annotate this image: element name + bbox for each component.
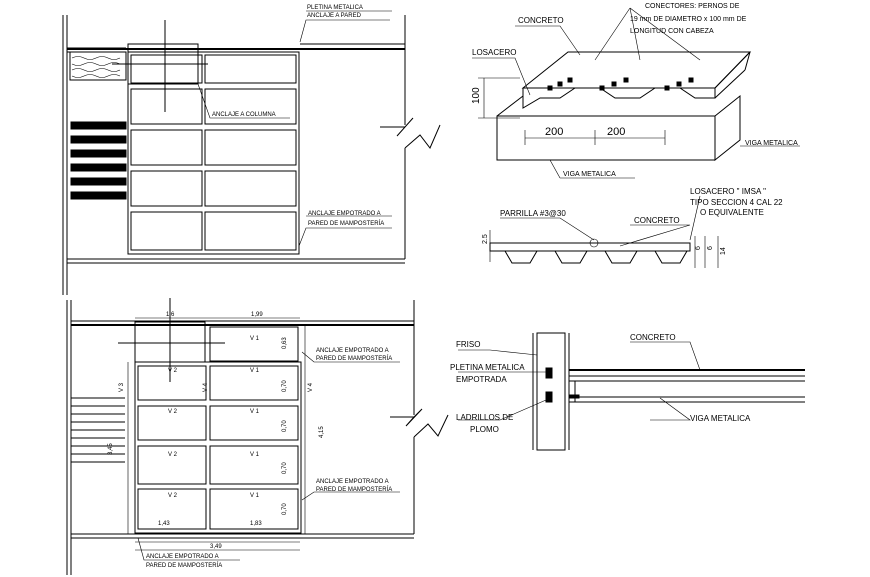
anclaje-label: PARED DE MAMPOSTERÍA [146, 562, 222, 569]
total-height-dim: 4,15 [319, 426, 325, 438]
friso-label: FRISO [456, 340, 480, 349]
anclaje-label: PARED DE MAMPOSTERÍA [316, 486, 392, 493]
row-dim: 0,63 [282, 337, 288, 349]
dim-bottom-1: 1,43 [158, 521, 170, 527]
v4-label: V 4 [203, 382, 209, 392]
dim-100: 100 [471, 87, 482, 104]
pletina-label-2: ANCLAJE A PARED [307, 13, 362, 19]
v3-label: V 3 [119, 382, 125, 392]
anclaje-label: PARED DE MAMPOSTERÍA [316, 355, 392, 362]
slab-section [489, 195, 719, 268]
anclaje-columna-label: ANCLAJE A COLUMNA [212, 112, 276, 118]
dim-6: 6 [707, 246, 714, 250]
v2-label: V 2 [168, 493, 178, 499]
dim-total: 3,49 [210, 544, 222, 550]
pletina-label: PLETINA METALICA [450, 363, 525, 372]
row-dim: 0,70 [282, 380, 288, 392]
empotrado-label-1: ANCLAJE EMPOTRADO A [308, 211, 381, 217]
dim-200: 200 [607, 126, 625, 138]
row-dim: 0,70 [282, 503, 288, 515]
left-dim: 3,45 [108, 443, 114, 455]
v2-label: V 2 [168, 368, 178, 374]
viga-metalica-label: VIGA METALICA [745, 140, 798, 147]
anclaje-label: ANCLAJE EMPOTRADO A [146, 554, 219, 560]
dim-bottom-2: 1,83 [250, 521, 262, 527]
pletina-label-1: PLETINA METALICA [307, 5, 363, 11]
anclaje-label: ANCLAJE EMPOTRADO A [316, 348, 389, 354]
isometric-detail [472, 7, 800, 179]
v1-label: V 1 [250, 493, 260, 499]
dim-top-1: 1,6 [166, 312, 175, 318]
v1-label: V 1 [250, 336, 260, 342]
iso-losacero-label: LOSACERO [472, 48, 516, 57]
v1-label: V 1 [250, 452, 260, 458]
top-left-elevation [62, 10, 441, 295]
losacero-imsa-label: LOSACERO " IMSA " [690, 187, 766, 196]
losacero-tipo-label: TIPO SECCION 4 CAL 22 [690, 198, 783, 207]
dim-25: 2.5 [482, 234, 489, 244]
stair-lines [71, 397, 125, 463]
detail-concreto-label: CONCRETO [630, 333, 676, 342]
v1-label: V 1 [250, 409, 260, 415]
wall-beam-detail [458, 332, 805, 451]
ladrillos-label: LADRILLOS DE [456, 413, 513, 422]
dim-6: 6 [695, 246, 702, 250]
detail-viga-label: VIGA METALICA [690, 414, 751, 423]
section-concreto-label: CONCRETO [634, 216, 680, 225]
iso-concreto-label: CONCRETO [518, 16, 564, 25]
v1-label: V 1 [250, 368, 260, 374]
shear-studs [547, 77, 694, 91]
anclaje-label: ANCLAJE EMPOTRADO A [316, 479, 389, 485]
parrilla-label: PARRILLA #3@30 [500, 209, 566, 218]
row-dim: 0,70 [282, 462, 288, 474]
losacero-equiv-label: O EQUIVALENTE [700, 208, 764, 217]
conectores-label-3: LONGITUD CON CABEZA [630, 28, 714, 35]
viga-metalica-label: VIGA METALICA [563, 171, 616, 178]
ladrillos-label: PLOMO [470, 425, 499, 434]
empotrado-label-2: PARED DE MAMPOSTERÍA [308, 220, 384, 227]
v4-label: V 4 [308, 382, 314, 392]
bottom-left-elevation [66, 298, 449, 575]
dim-14: 14 [720, 247, 727, 255]
stair-hatch [70, 121, 127, 200]
conectores-label-2: 19 mm DE DIAMETRO x 100 mm DE [630, 16, 747, 23]
pletina-label: EMPOTRADA [456, 375, 507, 384]
v2-label: V 2 [168, 452, 178, 458]
row-dim: 0,70 [282, 420, 288, 432]
conectores-label-1: CONECTORES: PERNOS DE [645, 3, 740, 10]
v2-label: V 2 [168, 409, 178, 415]
dim-top-2: 1,99 [251, 312, 263, 318]
dim-200: 200 [545, 126, 563, 138]
